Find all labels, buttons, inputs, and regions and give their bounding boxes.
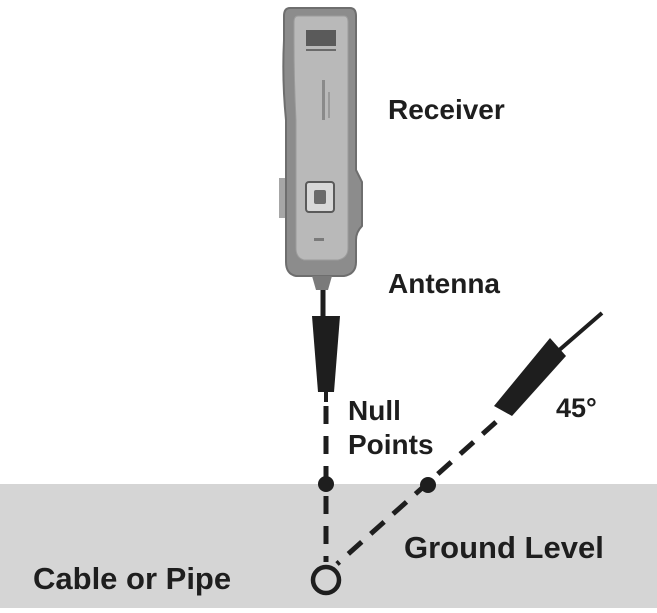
vertical-antenna: [312, 290, 340, 402]
angled-null-point: [420, 477, 436, 493]
antenna-coil-vertical: [312, 316, 340, 392]
null-points-label: Null Points: [348, 394, 434, 462]
null-points-label-line1: Null: [348, 395, 401, 426]
receiver-device: [279, 7, 363, 290]
receiver-label: Receiver: [388, 94, 505, 125]
receiver-panel: [293, 15, 349, 261]
angled-rod: [555, 311, 604, 354]
angled-null-line: [335, 420, 498, 566]
receiver-text-strip: [322, 80, 325, 120]
cable-or-pipe-symbol: [310, 564, 342, 596]
receiver-logo: [306, 30, 336, 46]
vertical-null-point: [318, 476, 334, 492]
angle-label: 45°: [556, 393, 597, 423]
receiver-logo-line: [306, 49, 336, 51]
receiver-bottom-mark: [314, 238, 324, 241]
ground-level-label: Ground Level: [404, 530, 604, 565]
receiver-text-strip-2: [328, 92, 330, 118]
receiver-button: [314, 190, 326, 204]
antenna-coil-angled: [494, 338, 566, 416]
antenna-label: Antenna: [388, 268, 500, 299]
receiver-side-grip: [279, 178, 285, 218]
receiver-neck: [312, 276, 332, 290]
angled-antenna: [494, 311, 604, 416]
cable-or-pipe-label: Cable or Pipe: [33, 561, 232, 596]
null-points-label-line2: Points: [348, 429, 434, 460]
